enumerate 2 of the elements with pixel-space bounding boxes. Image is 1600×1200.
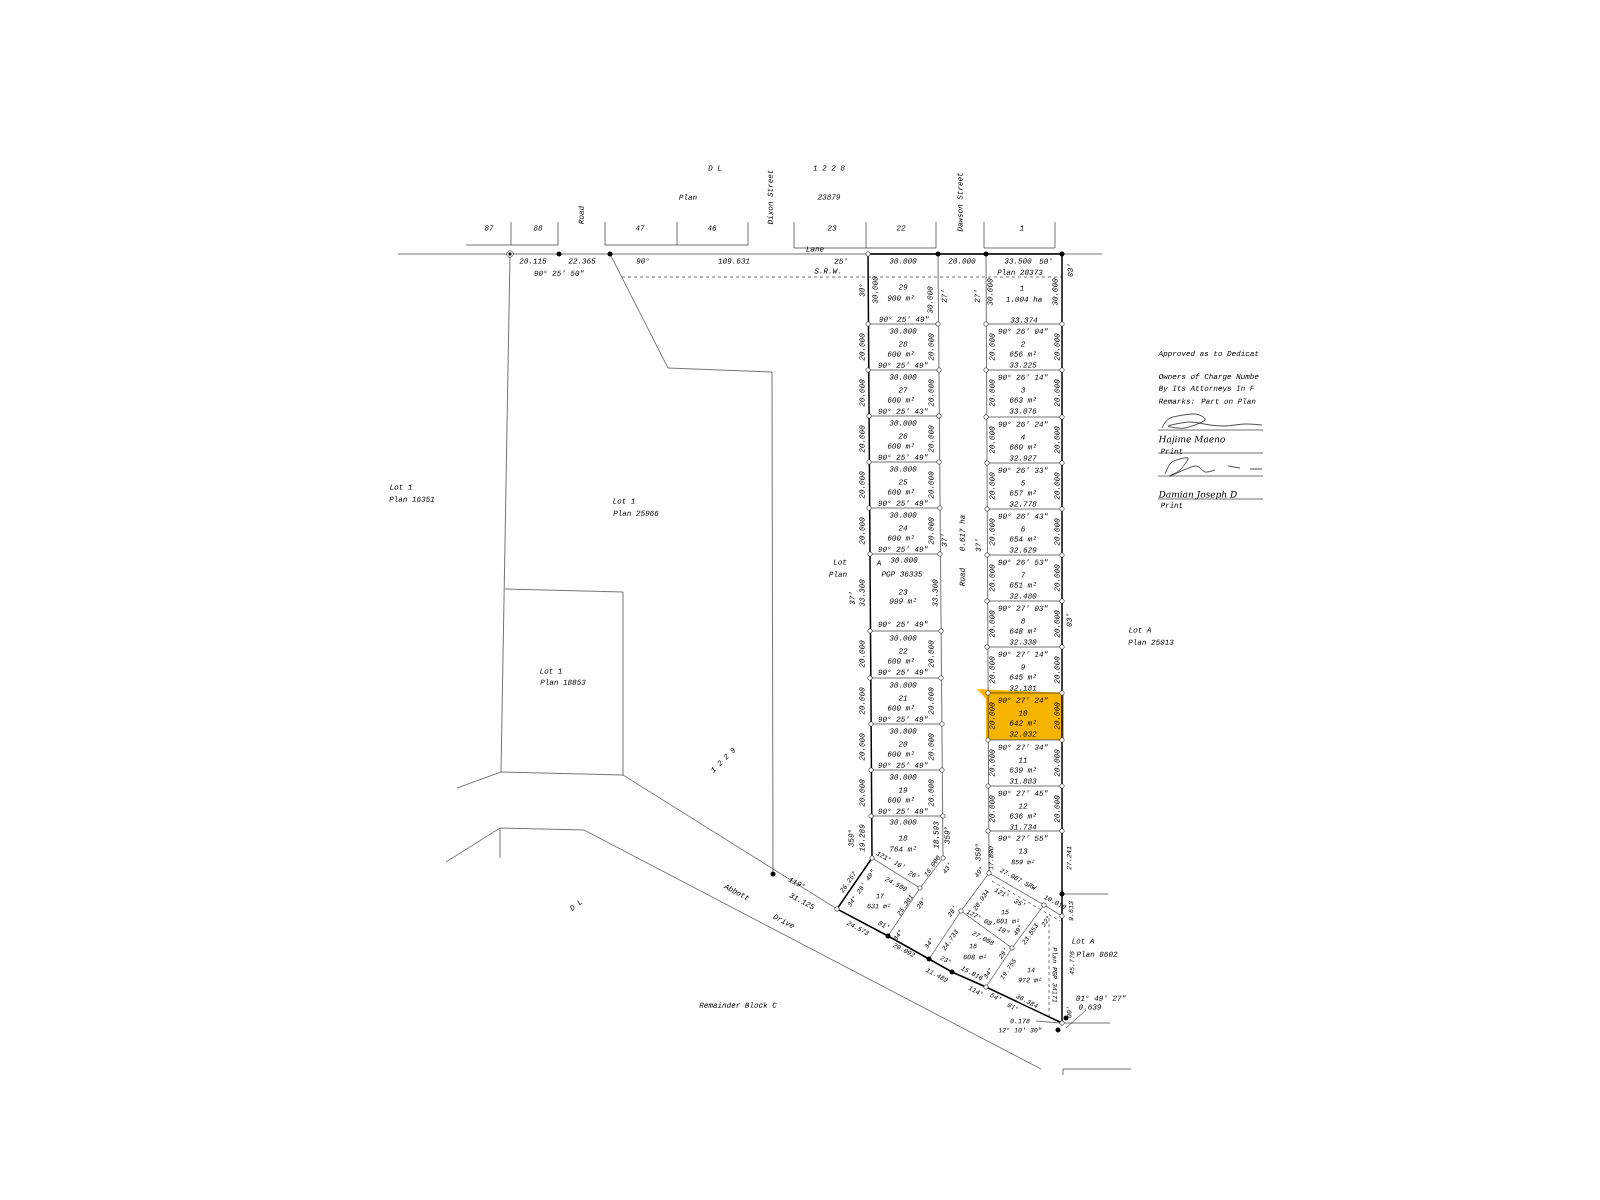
printed-name: Hajime Maeno (1158, 435, 1225, 445)
printed-name: Damian Joseph D (1158, 490, 1237, 500)
